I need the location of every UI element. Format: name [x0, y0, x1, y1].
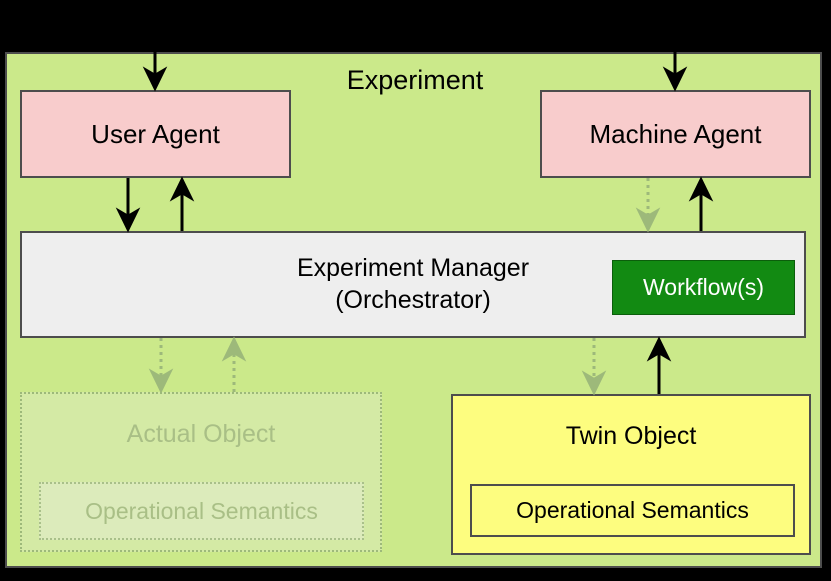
user-agent-label: User Agent [91, 118, 220, 149]
node-actual-object[interactable]: Actual Object Operational Semantics [20, 392, 382, 552]
experiment-title: Experiment [346, 65, 484, 95]
twin-object-operational-semantics-label: Operational Semantics [516, 497, 749, 523]
twin-object-operational-semantics[interactable]: Operational Semantics [470, 484, 795, 537]
experiment-manager-label-line2: (Orchestrator) [335, 285, 491, 314]
node-user-agent[interactable]: User Agent [20, 90, 291, 178]
node-workflows[interactable]: Workflow(s) [612, 260, 795, 315]
node-machine-agent[interactable]: Machine Agent [540, 90, 811, 178]
actual-object-operational-semantics[interactable]: Operational Semantics [39, 482, 364, 540]
actual-object-operational-semantics-label: Operational Semantics [85, 497, 318, 524]
experiment-manager-label-line1: Experiment Manager [296, 254, 530, 283]
node-twin-object[interactable]: Twin Object Operational Semantics [451, 394, 811, 555]
twin-object-label: Twin Object [565, 422, 697, 450]
machine-agent-label: Machine Agent [589, 118, 762, 149]
actual-object-label: Actual Object [126, 420, 276, 448]
node-experiment-manager[interactable]: Experiment Manager (Orchestrator) Workfl… [20, 231, 806, 338]
workflows-label: Workflow(s) [643, 274, 764, 301]
